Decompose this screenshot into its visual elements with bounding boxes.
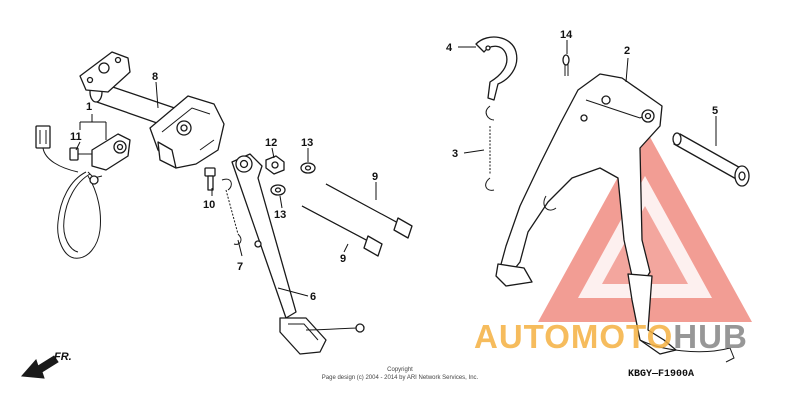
callout-13-lower: 13 [274,209,286,221]
part-11-bolt [69,147,92,161]
copyright-line-2: Page design (c) 2004 - 2014 by ARI Netwo… [322,375,479,381]
callout-6: 6 [310,291,316,303]
leader-lines [75,40,717,297]
part-2-main-stand [495,73,735,363]
callout-9-lower: 9 [340,253,346,265]
callout-9-upper: 9 [372,171,378,183]
part-1-side-stand-switch [35,125,131,259]
callout-11: 11 [70,131,82,143]
callout-7: 7 [237,261,243,273]
watermark-text: AUTOMOTOHUB [474,318,748,355]
diagram-code: KBGY—F1900A [628,369,694,380]
callout-labels: 1 2 3 4 5 6 7 8 9 9 10 11 12 13 13 14 [70,29,718,303]
front-label: FR. [54,351,72,363]
callout-13-upper: 13 [301,137,313,149]
part-7-spring [221,178,242,245]
callout-14: 14 [560,29,573,41]
part-14-cotter-pin [562,54,570,76]
part-6-side-stand [231,153,365,355]
part-13-washer-lower [270,184,286,196]
watermark-triangle [538,128,752,322]
part-4-spring-hook [475,36,518,101]
callout-8: 8 [152,71,158,83]
part-12-nut [265,155,285,175]
callout-1: 1 [86,101,92,113]
callout-12: 12 [265,137,277,149]
part-8-stand-bracket [79,51,225,169]
part-5-pivot-shaft [672,132,750,187]
front-arrow-icon [20,355,59,379]
part-9-bolt-lower [301,205,383,257]
watermark-part-2: HUB [673,318,748,355]
callout-3: 3 [452,148,458,160]
part-3-main-stand-spring [485,105,495,191]
callout-10: 10 [203,199,215,211]
part-9-bolt-upper [325,183,413,239]
callout-5: 5 [712,105,718,117]
callout-4: 4 [446,42,453,54]
part-10-pivot-pin [204,167,216,191]
callout-2: 2 [624,45,630,57]
front-direction-indicator: FR. [20,351,72,379]
part-13-washer-upper [300,162,316,174]
watermark-part-1: AUTOMOTO [474,318,673,355]
copyright-line-1: Copyright [387,367,413,373]
